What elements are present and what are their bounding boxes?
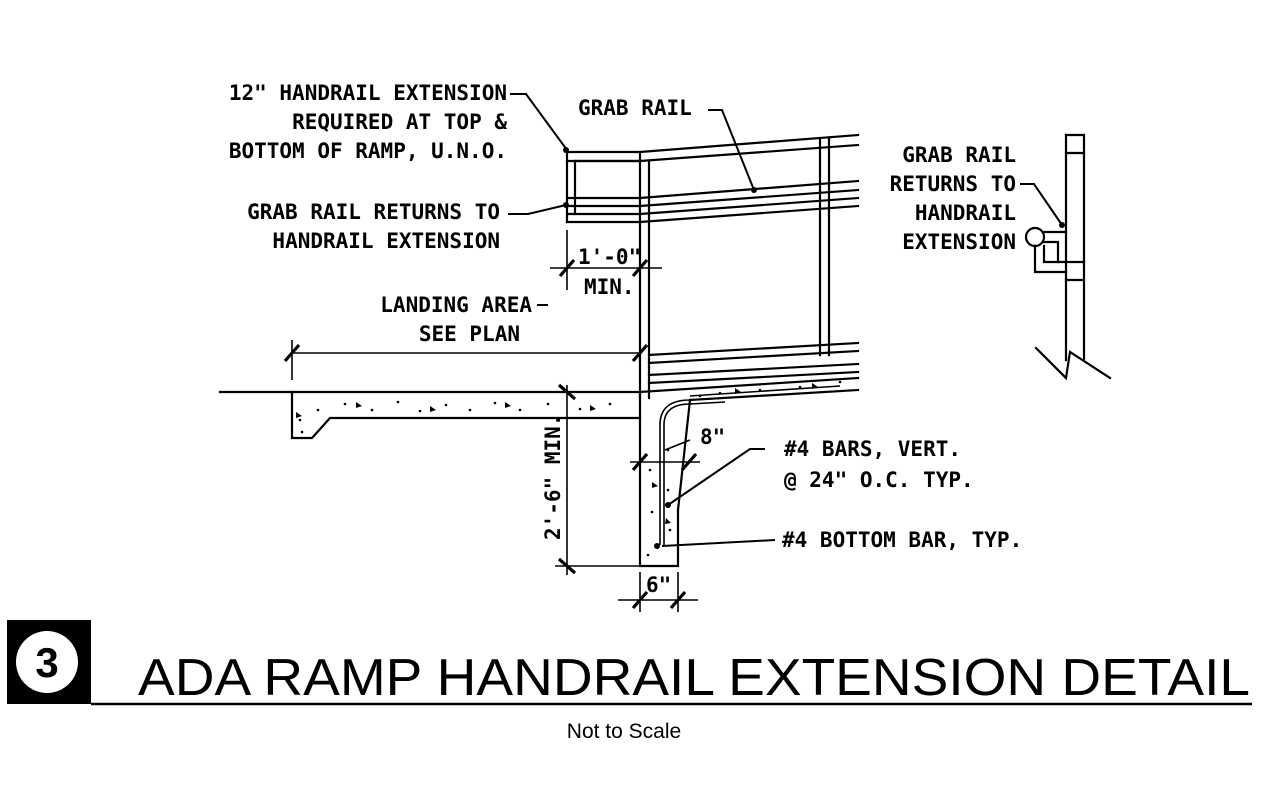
note-grab-rail-returns-right-4: EXTENSION bbox=[902, 230, 1016, 254]
note-landing-area-1: LANDING AREA bbox=[380, 293, 532, 317]
leaders bbox=[508, 93, 1065, 547]
note-handrail-extension-1: 12" HANDRAIL EXTENSION bbox=[229, 81, 507, 105]
title-block: 3 ADA RAMP HANDRAIL EXTENSION DETAIL Not… bbox=[7, 620, 1252, 743]
note-handrail-extension-3: BOTTOM OF RAMP, U.N.O. bbox=[229, 139, 507, 163]
detail-title: ADA RAMP HANDRAIL EXTENSION DETAIL bbox=[138, 649, 1250, 707]
note-bars-vert-1: #4 BARS, VERT. bbox=[784, 437, 961, 461]
dimension-lines bbox=[283, 230, 700, 612]
scale-note: Not to Scale bbox=[567, 720, 681, 743]
detail-number: 3 bbox=[35, 639, 58, 686]
handrail-elevation bbox=[565, 133, 860, 400]
dim-wall-width: 6" bbox=[646, 573, 671, 597]
note-landing-area-2: SEE PLAN bbox=[419, 322, 520, 346]
detail-number-circle bbox=[16, 631, 78, 693]
note-grab-rail-returns-left-2: HANDRAIL EXTENSION bbox=[272, 229, 500, 253]
note-handrail-extension-2: REQUIRED AT TOP & bbox=[292, 110, 507, 134]
dim-footing-depth: 2'-6" MIN. bbox=[541, 414, 565, 540]
note-grab-rail: GRAB RAIL bbox=[578, 96, 692, 120]
note-grab-rail-returns-left-1: GRAB RAIL RETURNS TO bbox=[247, 200, 500, 224]
dim-bar-offset: 8" bbox=[700, 425, 725, 449]
grab-rail-return-section bbox=[1024, 133, 1112, 381]
note-bars-vert-2: @ 24" O.C. TYP. bbox=[784, 468, 974, 492]
dim-extension-length: 1'-0" bbox=[578, 245, 641, 269]
dim-extension-min: MIN. bbox=[584, 275, 635, 299]
note-grab-rail-returns-right-2: RETURNS TO bbox=[890, 172, 1016, 196]
note-grab-rail-returns-right-3: HANDRAIL bbox=[915, 201, 1016, 225]
note-bottom-bar: #4 BOTTOM BAR, TYP. bbox=[782, 528, 1022, 552]
concrete-section bbox=[218, 376, 860, 568]
note-grab-rail-returns-right-1: GRAB RAIL bbox=[902, 143, 1016, 167]
